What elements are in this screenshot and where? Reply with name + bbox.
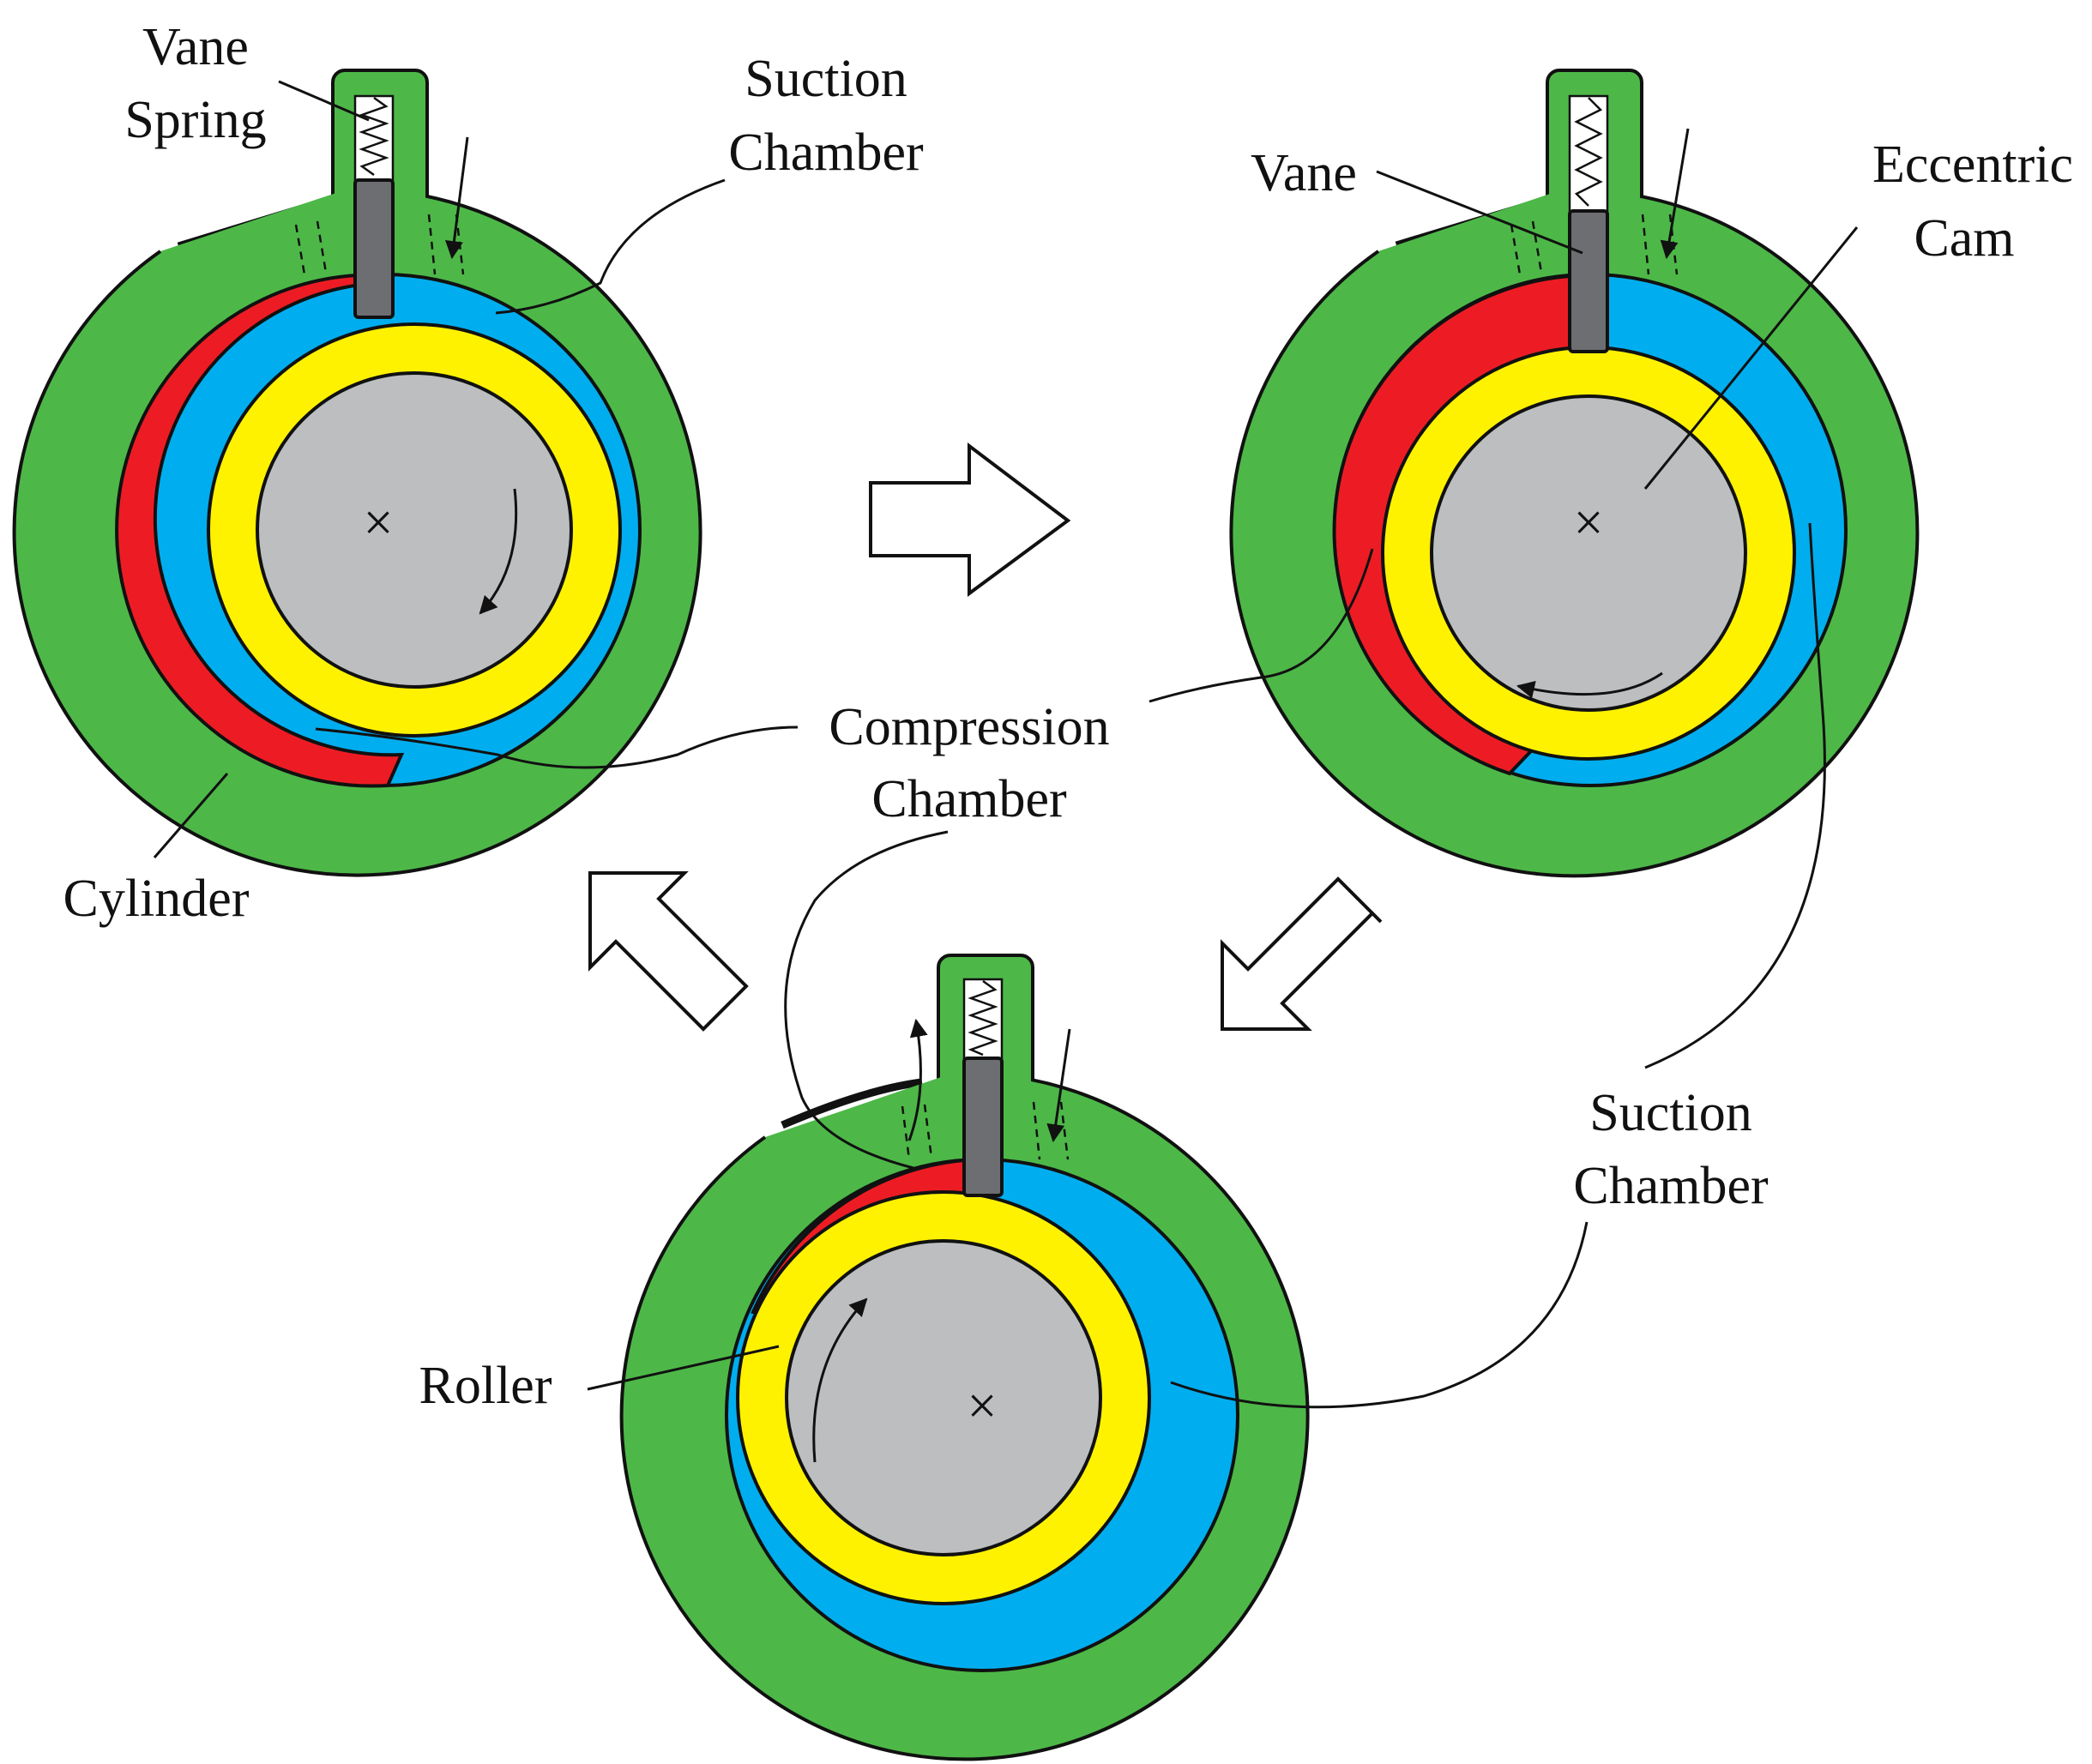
label-eccentric-cam-line1: Eccentric xyxy=(1872,135,2073,194)
suction-inflow-arrow xyxy=(1660,128,1690,260)
flow-arrow-up-left xyxy=(588,871,749,1032)
rotation-arrow xyxy=(479,488,518,615)
rotation-arrow xyxy=(1516,671,1663,699)
discharge-outflow-arrow xyxy=(907,1018,928,1141)
flow-arrow-down-left xyxy=(1221,876,1383,1031)
label-suction-chamber-2-line1: Suction xyxy=(1589,1084,1751,1142)
label-cylinder: Cylinder xyxy=(63,870,250,928)
label-eccentric-cam-line2: Cam xyxy=(1914,209,2014,268)
discharge-port xyxy=(294,220,328,275)
vane-spring xyxy=(1574,97,1603,207)
leader-compression-chamber-stage3 xyxy=(784,830,949,1170)
leader-vane-spring xyxy=(278,80,370,122)
label-vane-spring-line2: Spring xyxy=(124,91,266,149)
eccentric-cam xyxy=(1430,394,1747,712)
vane xyxy=(962,1057,1004,1197)
label-vane-spring-line1: Vane xyxy=(142,18,249,76)
leader-compression-chamber-stage2 xyxy=(1148,548,1374,703)
vane xyxy=(1568,209,1609,353)
label-suction-chamber-2-line2: Chamber xyxy=(1573,1157,1769,1215)
vane-spring xyxy=(968,979,998,1057)
stage-2-compressor: × xyxy=(1229,69,1920,878)
discharge-valve-reed xyxy=(781,1078,923,1129)
vane xyxy=(353,178,395,319)
center-mark: × xyxy=(364,494,394,552)
leader-eccentric-cam xyxy=(1643,226,1859,490)
vane-spring xyxy=(359,96,389,177)
leader-roller xyxy=(587,1345,780,1391)
stage-3-compressor: × xyxy=(619,954,1310,1761)
leader-suction-chamber-1 xyxy=(495,178,726,315)
label-compression-chamber-line1: Compression xyxy=(829,698,1109,756)
discharge-port xyxy=(1510,220,1543,275)
label-vane: Vane xyxy=(1251,144,1357,202)
center-mark: × xyxy=(1574,494,1604,552)
leader-suction-chamber-2-stage2 xyxy=(1644,522,1826,1069)
flow-arrow-right xyxy=(869,442,1071,597)
rotation-arrow xyxy=(812,1297,868,1463)
label-roller: Roller xyxy=(419,1357,552,1415)
suction-inflow-arrow xyxy=(1046,1028,1071,1143)
vane-spring-chamber xyxy=(1568,94,1609,213)
eccentric-cam xyxy=(785,1239,1102,1556)
label-suction-chamber-1-line1: Suction xyxy=(745,50,907,108)
label-suction-chamber-1-line2: Chamber xyxy=(728,123,924,182)
vane-spring-chamber xyxy=(353,94,395,182)
leader-cylinder xyxy=(153,773,229,858)
compression-chamber xyxy=(114,273,405,788)
leader-vane xyxy=(1376,170,1583,255)
discharge-port xyxy=(901,1104,933,1160)
suction-inflow-arrow xyxy=(444,136,469,260)
center-mark: × xyxy=(968,1377,998,1436)
eccentric-cam xyxy=(256,371,573,689)
label-compression-chamber-line2: Chamber xyxy=(871,770,1067,828)
stage-1-compressor: × xyxy=(12,69,702,877)
leader-suction-chamber-2-stage3 xyxy=(1170,1221,1589,1409)
leader-compression-chamber-stage1 xyxy=(315,725,799,769)
